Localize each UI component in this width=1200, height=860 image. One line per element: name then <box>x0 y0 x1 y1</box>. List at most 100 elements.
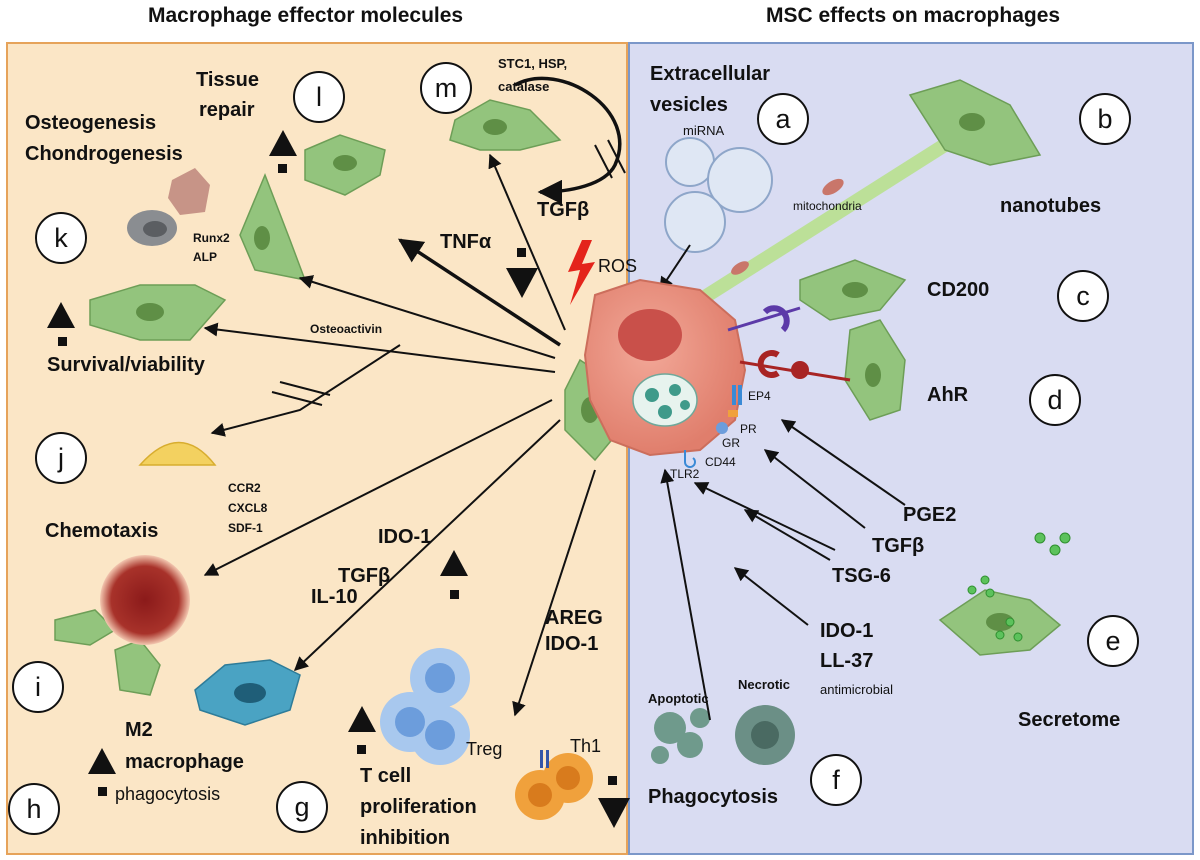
circle-label-i: i <box>12 661 64 713</box>
apoptotic-bodies <box>651 708 710 764</box>
extracellular-vesicles <box>664 137 773 253</box>
arrow-tsg6 <box>693 482 836 551</box>
mitochondrion <box>822 178 844 196</box>
decrease-arrow-tnfa <box>506 268 538 298</box>
stc1-label: STC1, HSP, <box>498 56 568 71</box>
necrotic-cell <box>100 555 190 645</box>
tnfa-label: TNFα <box>440 231 492 253</box>
cd200-label: CD200 <box>927 279 990 301</box>
circle-label-l: l <box>293 71 345 123</box>
left-header: Macrophage effector molecules <box>148 4 464 27</box>
pr-label: PR <box>740 422 757 436</box>
ev-label-2: vesicles <box>650 94 728 116</box>
ros-bolt <box>568 240 595 305</box>
arrow-tnfa <box>397 238 561 347</box>
alp-label: ALP <box>193 250 217 264</box>
arrow-ido1 <box>733 567 809 626</box>
ep4-label: EP4 <box>748 389 771 403</box>
phagocytosis-small-label: phagocytosis <box>115 784 221 804</box>
right-header: MSC effects on macrophages <box>766 4 1061 27</box>
marker-square <box>608 776 617 785</box>
marker-square <box>58 337 67 346</box>
pr-receptor <box>728 410 738 417</box>
arrow-phago <box>660 468 711 721</box>
th1-cells <box>515 753 593 820</box>
ahr-label: AhR <box>927 384 969 406</box>
tissue-repair-label-2: repair <box>199 99 255 121</box>
tgfb-curved-arrow <box>514 76 622 205</box>
circle-label-k: k <box>35 212 87 264</box>
survival-label: Survival/viability <box>47 354 205 376</box>
necrotic-label: Necrotic <box>738 677 791 692</box>
mitochondrion <box>731 261 749 275</box>
secretome-vesicles <box>967 532 1071 642</box>
tcell-label-1: T cell <box>360 765 412 787</box>
increase-arrow-ido1 <box>440 550 468 576</box>
circle-label-f: f <box>810 754 862 806</box>
arrow-chemotaxis <box>203 399 553 576</box>
chondrocyte-cell <box>168 168 210 215</box>
m2-macrophage-label: macrophage <box>125 751 244 773</box>
areg-label: AREG <box>545 607 603 629</box>
tgfb-left-label: TGFβ <box>338 565 391 587</box>
msc-nucleus <box>136 113 1014 631</box>
sdf1-label: SDF-1 <box>228 521 263 535</box>
tcell-label-2: proliferation <box>360 796 477 818</box>
arrow-th1 <box>512 469 596 717</box>
gr-receptor <box>716 422 728 434</box>
osteoactivin-label: Osteoactivin <box>310 322 383 336</box>
th1-receptor <box>540 750 543 768</box>
chemotaxis-label: Chemotaxis <box>45 520 159 542</box>
increase-arrow-tissue <box>269 130 297 156</box>
decrease-arrow-th1 <box>598 798 630 828</box>
arrow-osteoactivin <box>210 344 401 437</box>
osteogenesis-label: Osteogenesis <box>25 112 157 134</box>
tcell-label-3: inhibition <box>360 827 450 849</box>
marker-square <box>98 787 107 796</box>
treg-label: Treg <box>466 739 503 759</box>
tlr2-receptor <box>684 450 696 468</box>
arrow-tgfb-right <box>763 449 866 529</box>
arrow-ev <box>659 244 691 292</box>
increase-arrow-tcell <box>348 706 376 732</box>
phagosome <box>632 373 698 427</box>
apoptotic-yellow-cell <box>138 441 217 466</box>
cd44-label: CD44 <box>705 455 736 469</box>
pge2-label: PGE2 <box>903 504 957 526</box>
chondrogenesis-label: Chondrogenesis <box>25 143 183 165</box>
cd200-receptor <box>762 305 790 333</box>
ido1-left-label: IDO-1 <box>378 526 432 548</box>
treg-cells <box>380 648 470 765</box>
apoptotic-label: Apoptotic <box>648 691 709 706</box>
ll37-label: LL-37 <box>820 650 874 672</box>
arrow-survival <box>203 322 556 373</box>
tissue-repair-label-1: Tissue <box>196 69 259 91</box>
gr-label: GR <box>722 436 740 450</box>
marker-square <box>357 745 366 754</box>
m2-label: M2 <box>125 719 153 741</box>
th1-label: Th1 <box>570 736 602 756</box>
tlr2-label: TLR2 <box>670 467 700 481</box>
ev-label-1: Extracellular <box>650 63 771 85</box>
ido1-right-label: IDO-1 <box>820 620 874 642</box>
circle-label-m: m <box>420 62 472 114</box>
arrow-m2 <box>293 419 561 671</box>
runx2-label: Runx2 <box>193 231 230 245</box>
nanotubes-label: nanotubes <box>1000 195 1102 217</box>
antimicrobial-label: antimicrobial <box>820 682 893 697</box>
secretome-label: Secretome <box>1018 709 1121 731</box>
increase-arrow-survival <box>47 302 75 328</box>
ep4-receptor <box>732 385 736 405</box>
circle-label-a: a <box>757 93 809 145</box>
ccr2-label: CCR2 <box>228 481 261 495</box>
arrow-k <box>298 275 556 359</box>
circle-label-c: c <box>1057 270 1109 322</box>
macrophage-nucleus <box>618 309 682 361</box>
marker-square <box>517 248 526 257</box>
ahr-receptor <box>757 350 780 378</box>
mirna-label: miRNA <box>683 123 725 138</box>
arrow-tsg6-2 <box>743 509 831 561</box>
arrow-pge2 <box>780 419 906 506</box>
ros-label: ROS <box>598 256 638 276</box>
